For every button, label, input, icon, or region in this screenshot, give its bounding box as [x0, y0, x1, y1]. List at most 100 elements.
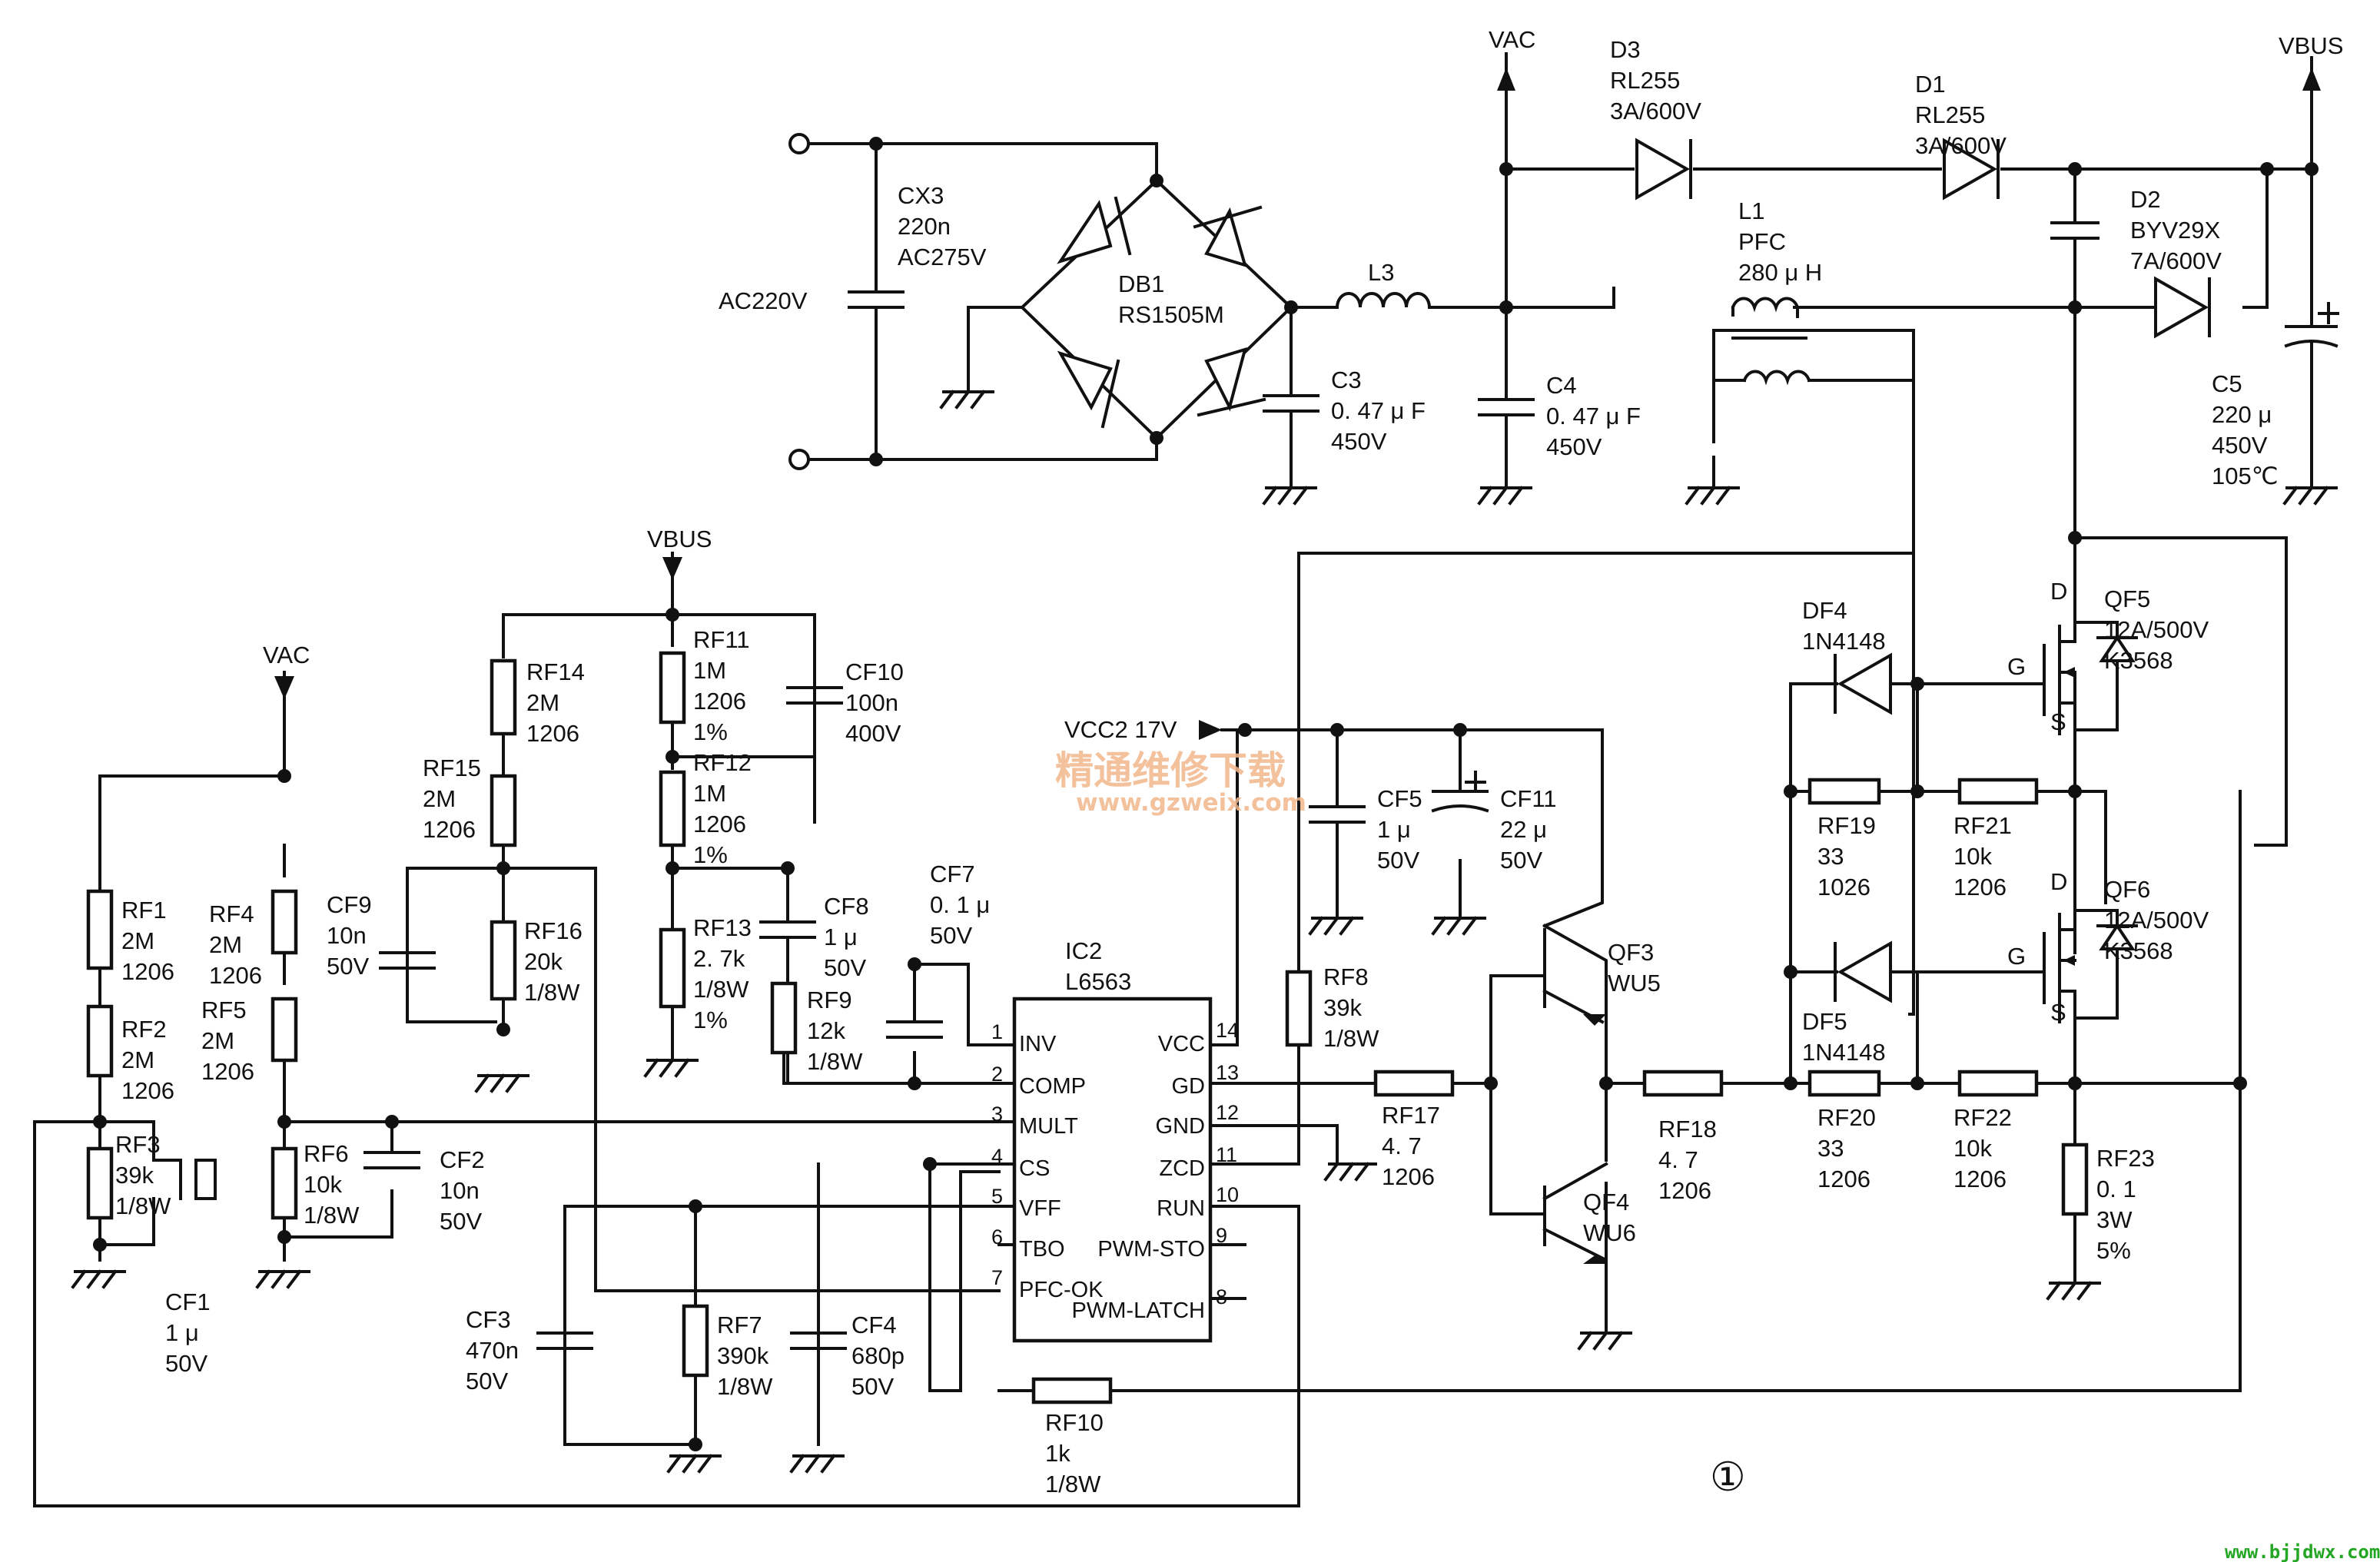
label-rf9-line: 1/8W — [807, 1048, 863, 1075]
label-rf21-line: RF21 — [1953, 812, 2012, 839]
qf6-s: S — [2050, 999, 2066, 1026]
label-rf8-line: 1/8W — [1323, 1025, 1379, 1052]
resistor-rf4 — [271, 889, 298, 955]
label-cf4-line: 680p — [851, 1342, 905, 1369]
label-rf22-line: 10k — [1953, 1135, 1992, 1162]
ic-pin-number: 13 — [1216, 1061, 1239, 1084]
resistor-rf6 — [271, 1146, 298, 1220]
capacitor-cf7 — [886, 1020, 943, 1039]
ic-pin-number: 7 — [991, 1266, 1003, 1289]
label-qf6-line: QF6 — [2104, 876, 2150, 903]
label-cf11-line: 22 μ — [1500, 816, 1547, 843]
resistor-rf3 — [86, 1146, 114, 1220]
resistor-rf5 — [271, 997, 298, 1063]
resistor-rf18 — [1642, 1070, 1724, 1097]
junction-dots — [93, 137, 2319, 1451]
label-rf12-line: 1206 — [693, 811, 746, 837]
ic-pin-name: PFC-OK — [1019, 1278, 1104, 1302]
vac-arrow — [1497, 68, 1515, 91]
label-rf19-line: 1026 — [1817, 874, 1870, 900]
label-rf5-line: RF5 — [201, 997, 247, 1023]
label-cf11-line: 50V — [1500, 847, 1542, 874]
resistor-rf15 — [490, 774, 517, 847]
label-cf1-line: CF1 — [165, 1288, 211, 1315]
label-cf2-line: 50V — [440, 1208, 482, 1235]
label-c4-line: 0. 47 μ F — [1546, 403, 1641, 429]
ic-pin-name: CS — [1019, 1156, 1050, 1181]
ac220v-label: AC220V — [719, 287, 808, 314]
label-cf1-line: 50V — [165, 1350, 207, 1377]
label-d3-line: 3A/600V — [1610, 98, 1701, 124]
label-d1-line: D1 — [1915, 71, 1946, 98]
watermark-corner: www.bjjdwx.com — [2225, 1541, 2380, 1562]
vac-label-left: VAC — [263, 642, 310, 668]
watermark-cn: 精通维修下载 — [1055, 748, 1286, 793]
label-qf3-line: QF3 — [1608, 939, 1654, 966]
label-cf3-line: 50V — [466, 1368, 508, 1395]
vbus-arrow-top — [2302, 68, 2321, 91]
label-rf2-line: 2M — [121, 1046, 154, 1073]
resistor-rf8 — [1285, 970, 1313, 1047]
watermark-url: www.gzweix.com — [1076, 789, 1306, 817]
label-rf5-line: 1206 — [201, 1058, 254, 1085]
label-qf4-line: WU6 — [1583, 1219, 1636, 1246]
capacitor-cf11 — [1431, 771, 1489, 813]
label-rf11-line: 1M — [693, 657, 726, 684]
label-rf15-line: 1206 — [423, 816, 476, 843]
label-rf7-line: 390k — [717, 1342, 769, 1369]
label-rf4-line: 1206 — [209, 962, 262, 989]
label-c4-line: 450V — [1546, 433, 1602, 460]
transistor-qf4 — [1489, 1162, 1608, 1335]
mosfet-qf5 — [2043, 609, 2138, 739]
ic-pin-number: 6 — [991, 1225, 1003, 1249]
capacitor-cf9 — [379, 867, 436, 1023]
label-rf15-line: RF15 — [423, 754, 481, 781]
inductor-l1-pfc — [1712, 297, 1915, 386]
label-c3-line: 450V — [1331, 428, 1387, 455]
resistor-rf16 — [490, 920, 517, 1001]
label-db1-line: DB1 — [1118, 270, 1164, 297]
label-cf10-line: 400V — [845, 720, 901, 747]
label-cf4-line: 50V — [851, 1373, 894, 1400]
label-rf11-line: RF11 — [693, 626, 750, 653]
label-rf18-line: RF18 — [1658, 1116, 1717, 1142]
vbus-label-top: VBUS — [2279, 32, 2343, 59]
label-cf7-line: 50V — [930, 922, 972, 949]
ic-pin-number: 3 — [991, 1103, 1003, 1126]
label-rf12-line: RF12 — [693, 749, 752, 776]
label-d2-line: BYV29X — [2130, 217, 2221, 244]
label-qf5-line: K3568 — [2104, 647, 2173, 674]
ic-pin-number: 12 — [1216, 1101, 1239, 1124]
label-rf12-line: 1% — [693, 841, 728, 868]
resistor-rf9 — [770, 981, 798, 1055]
label-cf9-line: CF9 — [327, 891, 372, 918]
label-rf11-line: 1206 — [693, 688, 746, 715]
ic-pin-number: 9 — [1216, 1224, 1227, 1247]
label-df5-line: DF5 — [1802, 1008, 1847, 1035]
snubber-capacitor — [2050, 221, 2100, 240]
ic-pin-name: PWM-STO — [1097, 1237, 1205, 1262]
figure-number: ① — [1710, 1454, 1746, 1501]
